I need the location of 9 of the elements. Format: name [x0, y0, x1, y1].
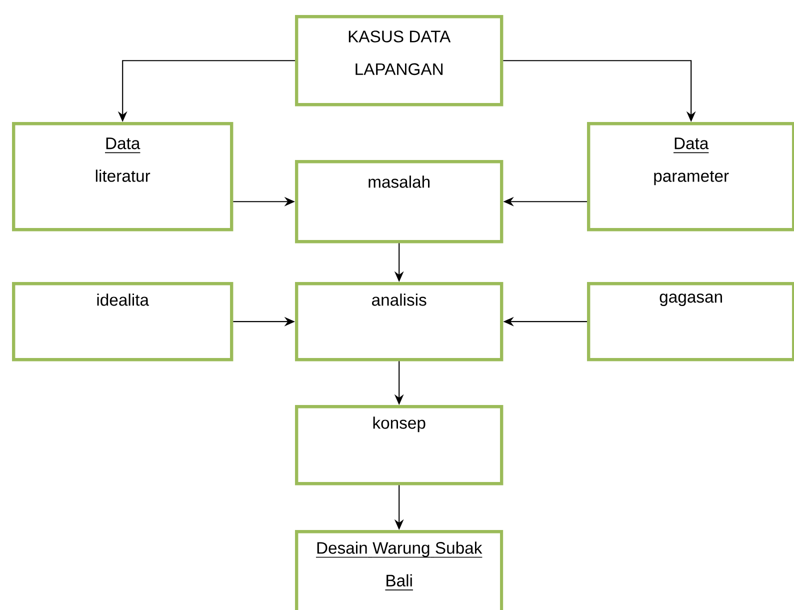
process-box: analisis	[295, 282, 504, 362]
process-box: masalah	[295, 160, 504, 244]
process-box: Data parameter	[587, 122, 794, 232]
process-box: Data literatur	[12, 122, 234, 232]
process-box: idealita	[12, 282, 234, 362]
process-box: gagasan	[587, 282, 794, 362]
process-box: Desain Warung Subak Bali	[295, 530, 504, 610]
process-box: KASUS DATA LAPANGAN	[295, 15, 504, 106]
process-box: konsep	[295, 405, 504, 486]
